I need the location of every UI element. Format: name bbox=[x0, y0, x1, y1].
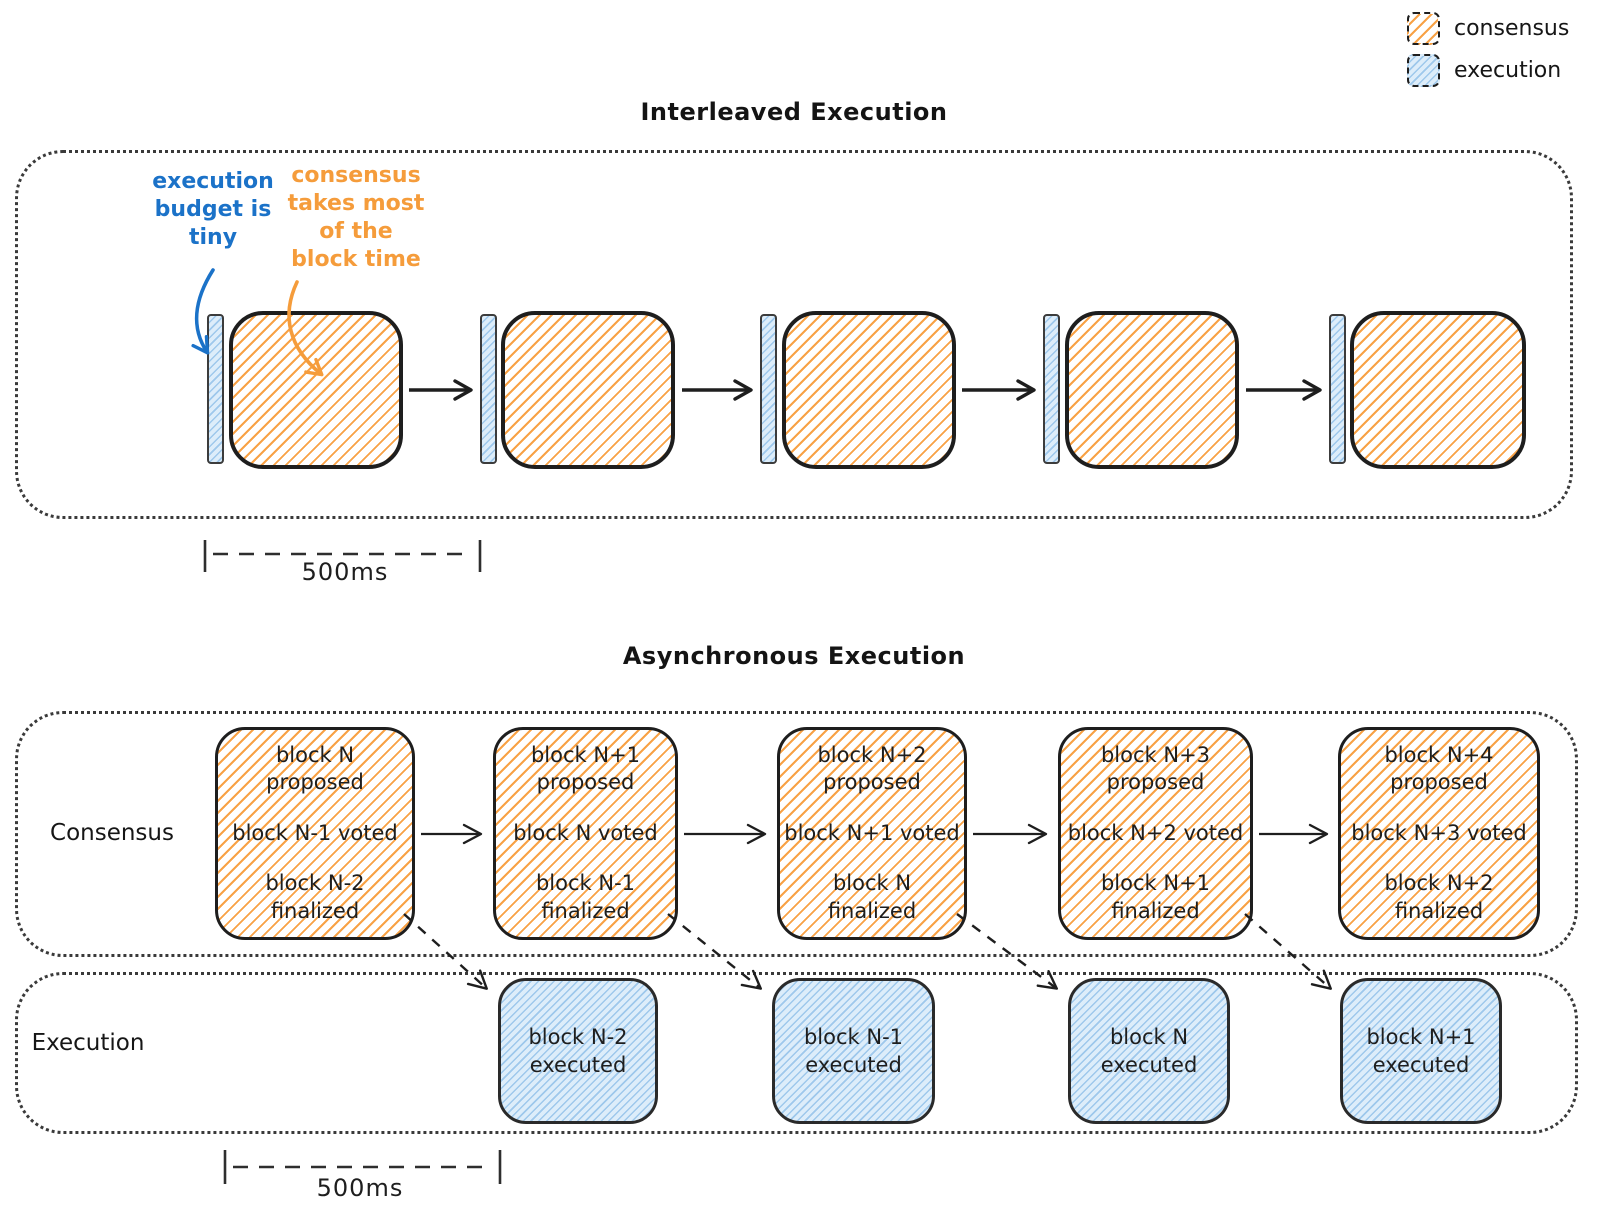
voted-text: block N+2 voted bbox=[1067, 820, 1244, 845]
finalized-text: block N-2 finalized bbox=[265, 871, 365, 923]
execution-bar bbox=[760, 314, 777, 464]
execution-block-n-1: block N-1 executed bbox=[772, 978, 935, 1124]
consensus-row-label: Consensus bbox=[50, 820, 174, 846]
consensus-block-n2: block N+2 proposed block N+1 voted block… bbox=[777, 727, 967, 940]
voted-text: block N+1 voted bbox=[784, 820, 960, 845]
asynchronous-title: Asynchronous Execution bbox=[622, 642, 966, 670]
consensus-block bbox=[501, 311, 675, 469]
legend-item-execution: execution bbox=[1407, 54, 1561, 87]
execution-bar bbox=[1043, 314, 1060, 464]
voted-text: block N+3 voted bbox=[1351, 820, 1527, 845]
proposed-text: block N+1 proposed bbox=[530, 743, 641, 795]
consensus-swatch-icon bbox=[1407, 12, 1440, 45]
legend-consensus-label: consensus bbox=[1454, 16, 1570, 41]
execution-bar bbox=[1329, 314, 1346, 464]
interleaved-container bbox=[15, 150, 1573, 519]
consensus-block-n4: block N+4 proposed block N+3 voted block… bbox=[1338, 727, 1540, 940]
legend-item-consensus: consensus bbox=[1407, 12, 1569, 45]
execution-row-label: Execution bbox=[31, 1030, 145, 1056]
consensus-row-container bbox=[15, 711, 1578, 957]
proposed-text: block N proposed bbox=[266, 743, 364, 795]
proposed-text: block N+3 proposed bbox=[1100, 743, 1211, 795]
interleaved-title: Interleaved Execution bbox=[640, 98, 948, 126]
legend-execution-label: execution bbox=[1454, 58, 1562, 83]
execution-block-n+1: block N+1 executed bbox=[1340, 978, 1502, 1124]
execution-swatch-icon bbox=[1407, 54, 1440, 87]
finalized-text: block N finalized bbox=[827, 871, 917, 923]
proposed-text: block N+4 proposed bbox=[1384, 743, 1494, 795]
consensus-time-annotation: consensus takes most of the block time bbox=[287, 163, 425, 273]
consensus-block-n3: block N+3 proposed block N+2 voted block… bbox=[1058, 727, 1253, 940]
consensus-block bbox=[782, 311, 956, 469]
consensus-block-n: block N proposed block N-1 voted block N… bbox=[215, 727, 415, 940]
finalized-text: block N+2 finalized bbox=[1384, 871, 1494, 923]
voted-text: block N voted bbox=[513, 820, 658, 845]
asynchronous-measurement-label: 500ms bbox=[316, 1174, 404, 1202]
finalized-text: block N+1 finalized bbox=[1100, 871, 1211, 923]
consensus-block bbox=[1350, 311, 1526, 469]
finalized-text: block N-1 finalized bbox=[535, 871, 636, 923]
consensus-block bbox=[1065, 311, 1239, 469]
proposed-text: block N+2 proposed bbox=[817, 743, 927, 795]
consensus-block-n1: block N+1 proposed block N voted block N… bbox=[493, 727, 678, 940]
execution-block-n: block N executed bbox=[1068, 978, 1230, 1124]
execution-row-container bbox=[15, 972, 1578, 1134]
consensus-block bbox=[229, 311, 403, 469]
interleaved-measurement-label: 500ms bbox=[301, 558, 389, 586]
execution-block-n-2: block N-2 executed bbox=[498, 978, 658, 1124]
execution-bar bbox=[480, 314, 497, 464]
execution-budget-annotation: execution budget is tiny bbox=[152, 169, 274, 251]
voted-text: block N-1 voted bbox=[232, 820, 398, 845]
execution-bar bbox=[207, 314, 224, 464]
